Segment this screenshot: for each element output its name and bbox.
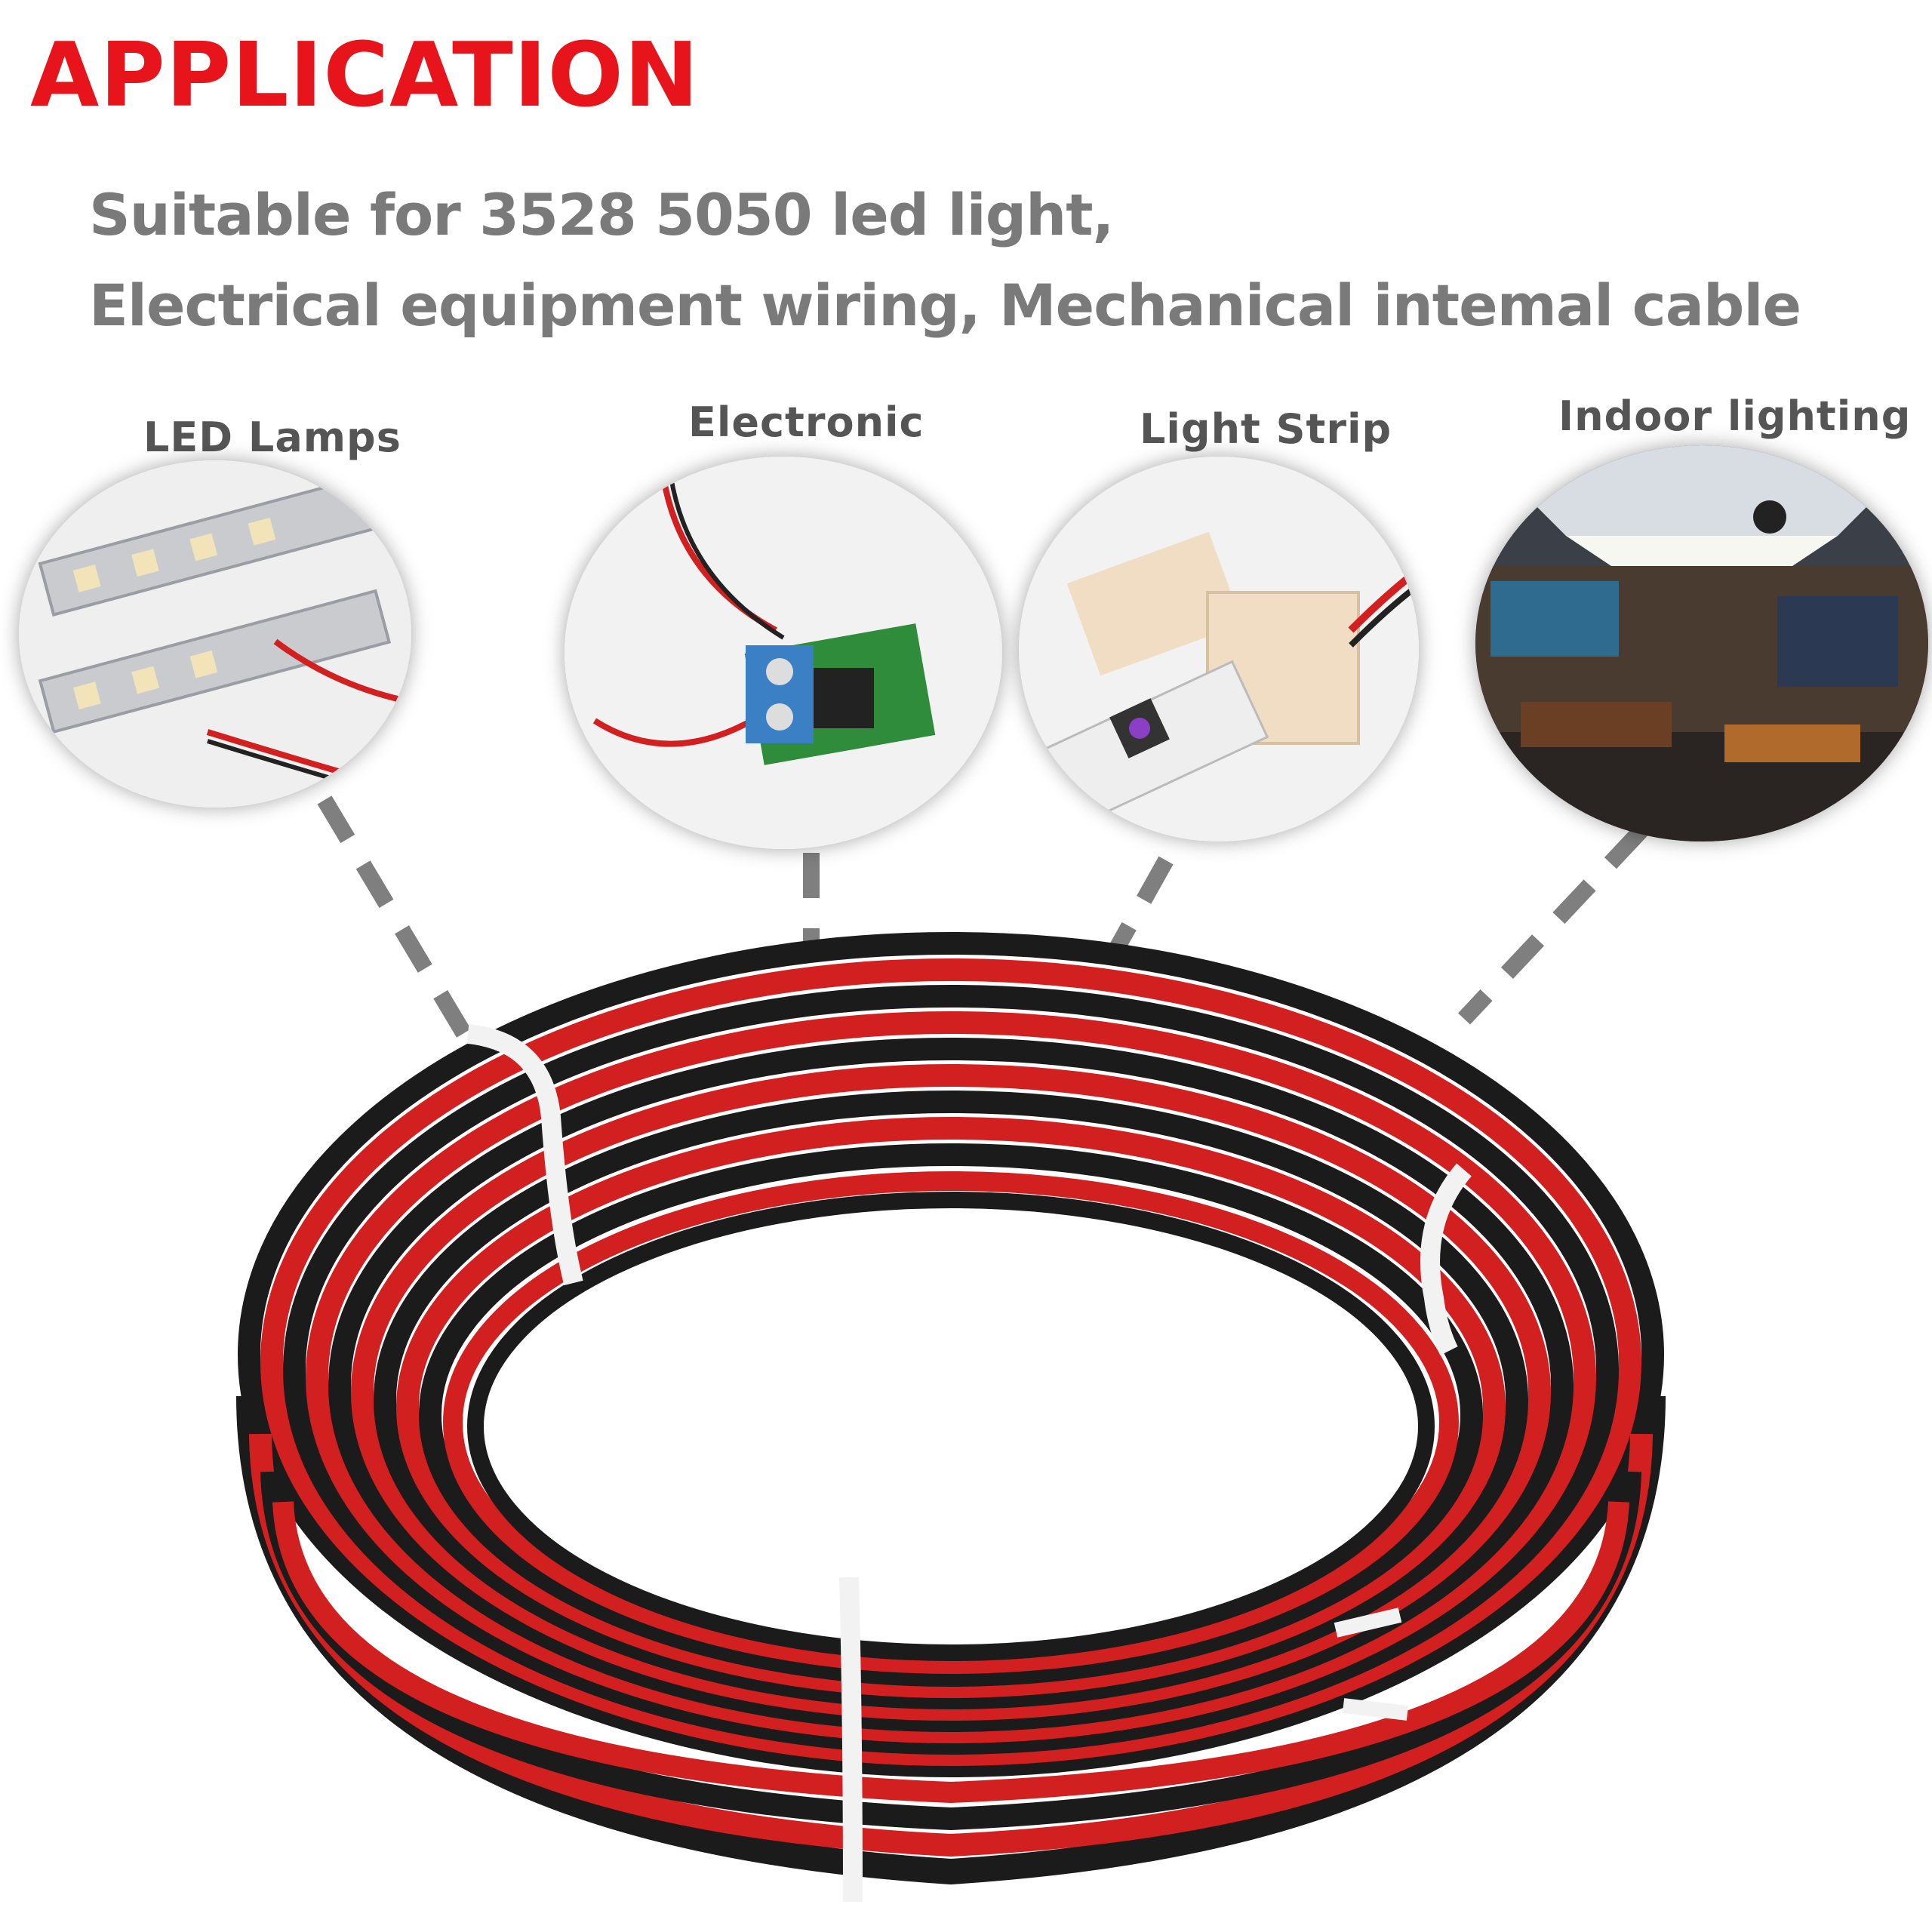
- strip-connector-photo: [1019, 457, 1419, 841]
- led-lamp-photo-art: [19, 460, 411, 808]
- wire-coil: [236, 932, 1666, 1885]
- circuit-board-photo: [565, 457, 1002, 849]
- cable-ties: [466, 1024, 1472, 1903]
- led-lamp-photo: [19, 460, 411, 808]
- subtitle-line-1: Suitable for 3528 5050 led light,: [89, 181, 1114, 248]
- circuit-board-photo-art: [565, 457, 1002, 849]
- label-indoor-lighting: Indoor lighting: [1558, 392, 1912, 440]
- indoor-room-photo-art: [1475, 445, 1928, 841]
- connector-dashes: [317, 795, 1648, 1038]
- strip-connector-photo-art: [1019, 457, 1419, 841]
- wire-end-tips: [1334, 1607, 1409, 1721]
- subtitle-line-2: Electrical equipment wiring, Mechanical …: [89, 272, 1801, 339]
- indoor-room-photo: [1475, 445, 1928, 841]
- page-title: APPLICATION: [30, 23, 700, 127]
- label-led-lamps: LED Lamps: [143, 414, 401, 461]
- label-electronic: Electronic: [688, 398, 924, 446]
- label-light-strip: Light Strip: [1140, 405, 1392, 453]
